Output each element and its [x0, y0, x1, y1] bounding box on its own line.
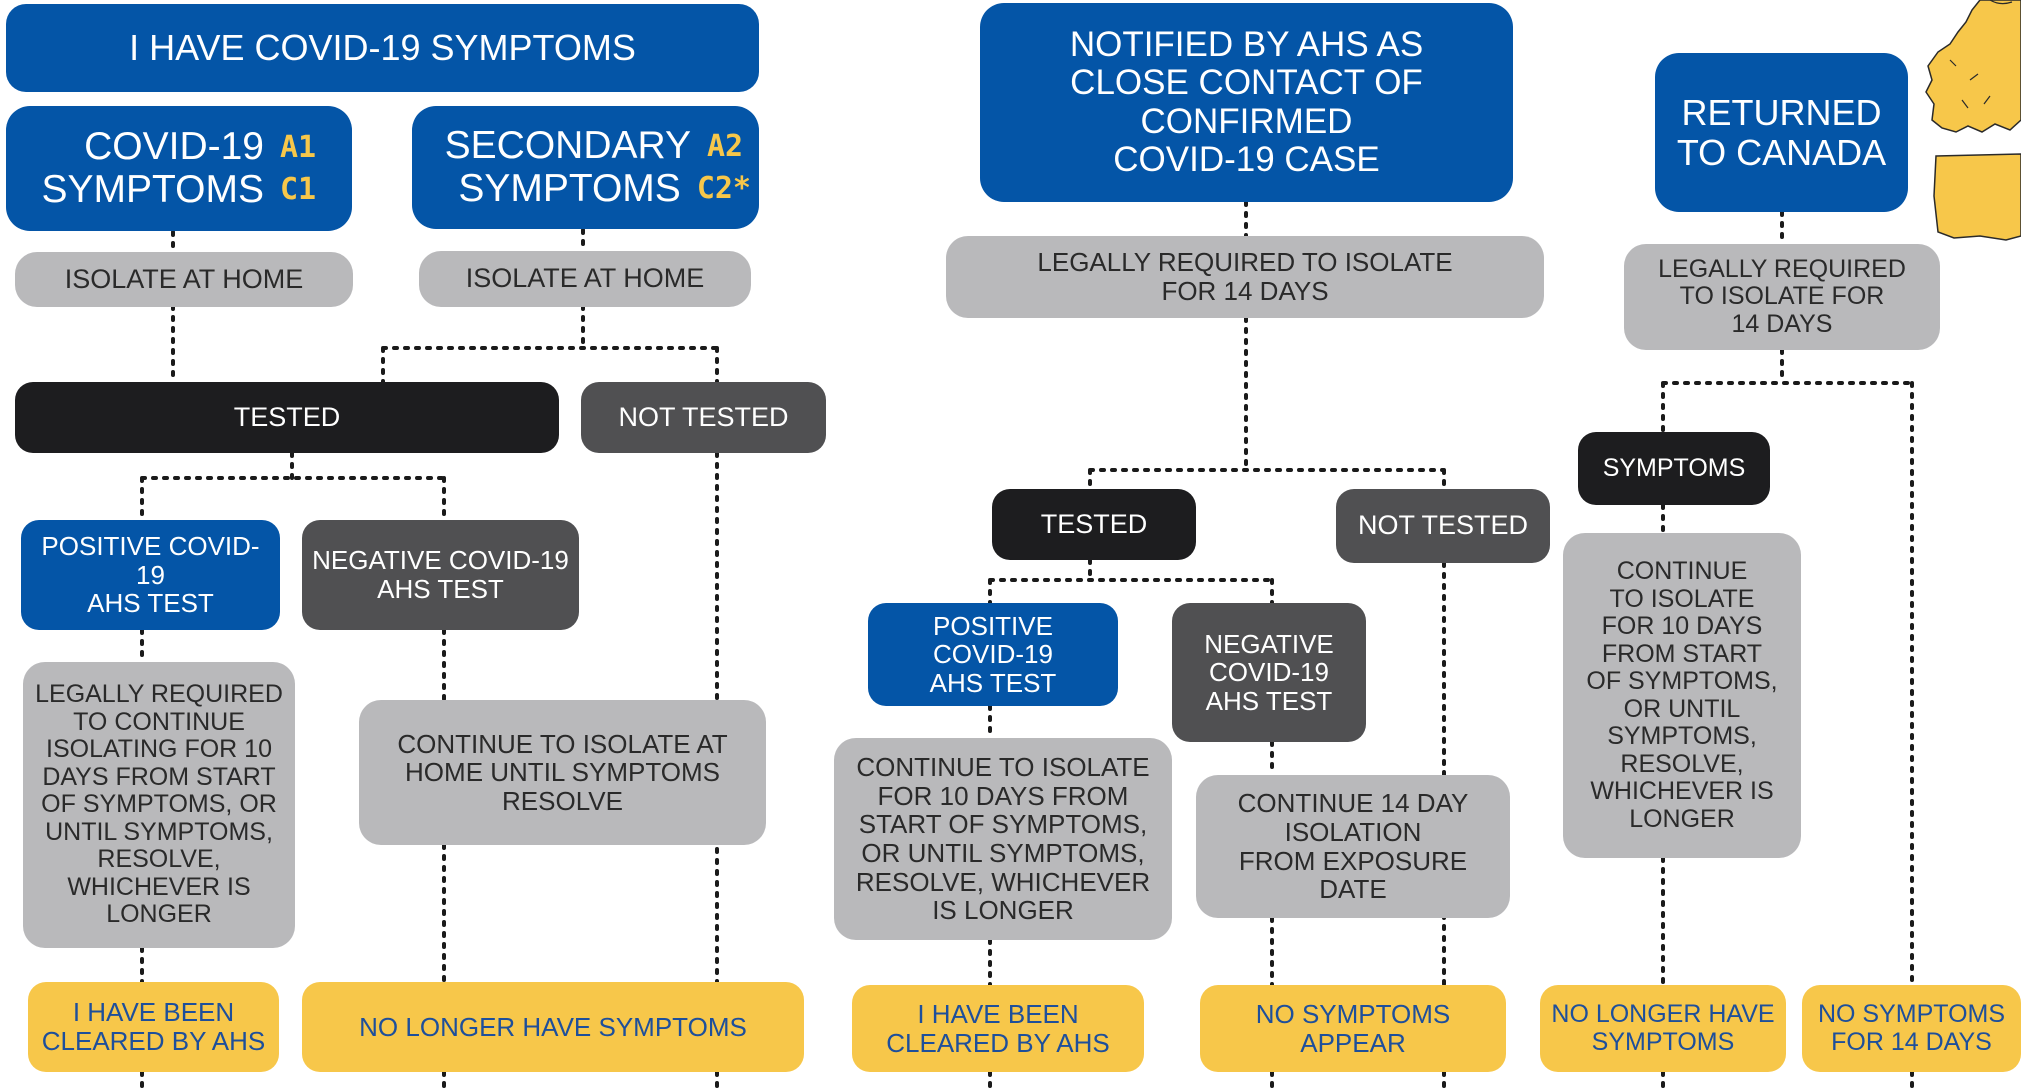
contact-legally-required-box: LEGALLY REQUIRED TO ISOLATE FOR 14 DAYS	[946, 236, 1544, 318]
contact-continue-14-days-box: CONTINUE 14 DAY ISOLATION FROM EXPOSURE …	[1196, 775, 1510, 918]
connector-tested-split	[140, 451, 446, 522]
contact-no-symptoms-appear-box: NO SYMPTOMS APPEAR	[1200, 985, 1506, 1072]
contact-not-tested-box: NOT TESTED	[1336, 489, 1550, 563]
travel-symptoms-box: SYMPTOMS	[1578, 432, 1770, 505]
cleared-by-ahs-box: I HAVE BEEN CLEARED BY AHS	[28, 982, 279, 1072]
contact-continue-10-days-box: CONTINUE TO ISOLATE FOR 10 DAYS FROM STA…	[834, 738, 1172, 940]
connector-contact-tested-split	[988, 558, 1274, 605]
connector-secondary-isolate-split	[381, 304, 719, 384]
no-longer-have-symptoms-box: NO LONGER HAVE SYMPTOMS	[302, 982, 804, 1072]
not-tested-box: NOT TESTED	[581, 382, 826, 453]
contact-tested-box: TESTED	[992, 489, 1196, 560]
isolate-at-home-primary: ISOLATE AT HOME	[15, 252, 353, 307]
contact-positive-test-box: POSITIVE COVID-19 AHS TEST	[868, 603, 1118, 706]
connector-contact-legal-split	[1088, 316, 1446, 491]
connector-contact-bottom	[988, 1070, 1446, 1091]
connector-bottom-left	[140, 1070, 719, 1091]
code-c2: C2*	[696, 171, 751, 207]
isolate-at-home-secondary: ISOLATE AT HOME	[419, 251, 751, 307]
header-covid-symptoms: I HAVE COVID-19 SYMPTOMS	[6, 4, 759, 92]
contact-negative-test-box: NEGATIVE COVID-19 AHS TEST	[1172, 603, 1366, 742]
travel-continue-isolate-box: CONTINUE TO ISOLATE FOR 10 DAYS FROM STA…	[1563, 533, 1801, 858]
header-close-contact: NOTIFIED BY AHS AS CLOSE CONTACT OF CONF…	[980, 3, 1513, 202]
legally-required-continue-box: LEGALLY REQUIRED TO CONTINUE ISOLATING F…	[23, 662, 295, 948]
tested-box: TESTED	[15, 382, 559, 453]
code-c1: C1	[280, 172, 317, 208]
code-a1: A1	[280, 129, 317, 165]
secondary-symptoms-box: SECONDARY A2 SYMPTOMS C2*	[412, 106, 759, 229]
code-a2: A2	[707, 128, 744, 164]
primary-symptoms-box: COVID-19 A1 SYMPTOMS C1	[6, 106, 352, 231]
travel-no-symptoms-14-days-box: NO SYMPTOMS FOR 14 DAYS	[1802, 985, 2021, 1072]
connector-travel-bottom	[1661, 1070, 1914, 1091]
positive-test-box: POSITIVE COVID-19 AHS TEST	[21, 520, 280, 630]
negative-test-box: NEGATIVE COVID-19 AHS TEST	[302, 520, 579, 630]
continue-isolate-home-box: CONTINUE TO ISOLATE AT HOME UNTIL SYMPTO…	[359, 700, 766, 845]
contact-cleared-by-ahs-box: I HAVE BEEN CLEARED BY AHS	[852, 985, 1144, 1072]
travel-no-longer-have-symptoms-box: NO LONGER HAVE SYMPTOMS	[1540, 985, 1786, 1072]
map-fragment-icon	[1925, 0, 2021, 241]
header-returned-to-canada: RETURNED TO CANADA	[1655, 53, 1908, 212]
travel-legally-required-box: LEGALLY REQUIRED TO ISOLATE FOR 14 DAYS	[1624, 244, 1940, 350]
